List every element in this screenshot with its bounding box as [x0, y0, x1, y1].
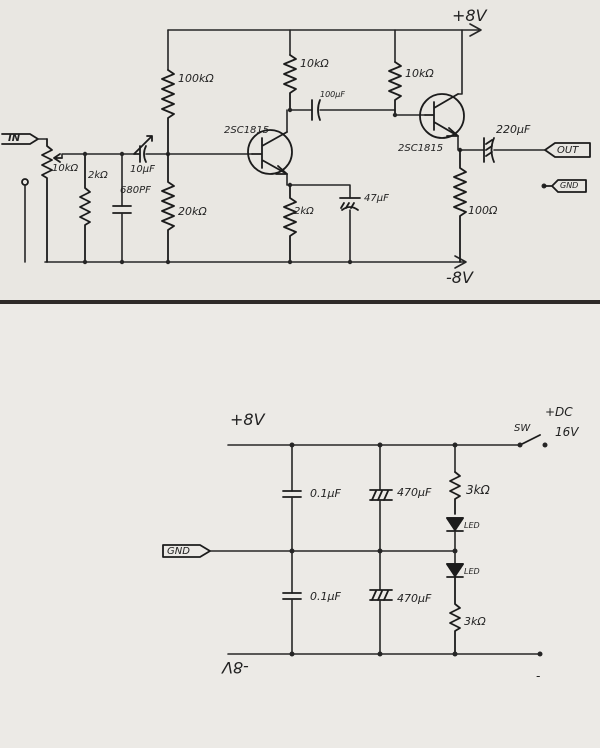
pot-10k	[41, 138, 53, 263]
junction-dot	[82, 259, 88, 265]
wiper-wire	[61, 153, 136, 159]
junction-dot	[82, 151, 88, 157]
q1-label: 2SC1815	[224, 125, 270, 136]
q2-collector-wire	[457, 29, 463, 95]
cap-220uf	[483, 137, 495, 163]
led-bottom-fill	[446, 563, 464, 577]
r-bottom-label: 3kΩ	[464, 615, 486, 628]
amplifier-schematic-card: +8V -8V IN OUT GND 10kΩ 2kΩ 10μF 680PF 1…	[0, 0, 600, 300]
supply-negative-label: -8V	[446, 268, 473, 287]
psu-gnd-label: GND	[167, 546, 190, 557]
r-100k	[161, 69, 175, 155]
cap-bottom-label: 0.1μF	[310, 590, 341, 603]
dc-label: +DC	[545, 405, 573, 419]
psu-gnd-connector	[162, 544, 211, 558]
cap-680pf	[112, 205, 132, 214]
c-emitter-label: 47μF	[364, 193, 389, 204]
r-emitter2-100	[453, 149, 467, 263]
r-collector2-10k	[388, 61, 402, 116]
r-20k	[161, 153, 175, 263]
r-emitter2-label: 100Ω	[468, 204, 498, 217]
led-bottom-label: LED	[464, 567, 480, 576]
amplifier-schematic	[1, 23, 591, 269]
negative-rail-arrow	[454, 255, 467, 269]
q2-transistor	[419, 93, 465, 139]
c-input-label: 10μF	[130, 164, 155, 175]
positive-rail-arrow	[469, 23, 482, 37]
cap-470uf-top-hatch	[371, 490, 389, 501]
q2-symbol	[424, 93, 459, 137]
r-collector1-10k	[283, 54, 297, 111]
psu-negative-label: -8V	[222, 658, 249, 677]
supply-positive-label: +8V	[452, 6, 487, 25]
ce-wire	[289, 184, 351, 199]
psu-positive-label: +8V	[230, 410, 265, 429]
r-3k-top	[449, 471, 461, 515]
power-supply-schematic	[162, 434, 548, 657]
junction-dot	[377, 442, 383, 448]
led-top-label: LED	[464, 521, 480, 530]
q1-transistor	[247, 129, 293, 175]
minus-label: -	[536, 669, 541, 683]
cap-470uf-bottom	[369, 589, 393, 601]
junction-dot	[452, 651, 458, 657]
cap-0-1uf-top	[282, 490, 302, 498]
led-top-fill	[446, 517, 464, 531]
junction-dot	[119, 259, 125, 265]
cap-0-1uf-bottom	[282, 592, 302, 600]
switch-pivot	[517, 442, 523, 448]
cap-47uf	[339, 197, 361, 211]
c-couple-label: 100μF	[320, 90, 345, 99]
r-bias-bottom-label: 20kΩ	[178, 205, 207, 218]
pot-label: 10kΩ	[52, 163, 79, 174]
elec-bottom-label: 470μF	[397, 592, 432, 605]
gnd-label: GND	[560, 181, 579, 190]
dc-voltage-label: 16V	[555, 425, 579, 439]
junction-dot	[347, 259, 353, 265]
c-filter-label: 680PF	[120, 185, 151, 196]
out-connector	[544, 142, 591, 158]
c-out-label: 220μF	[496, 123, 531, 136]
cap-100uf	[311, 99, 321, 121]
cap-47uf-hatch	[340, 202, 355, 209]
r-emitter1-2k	[283, 184, 297, 263]
junction-dot	[377, 651, 383, 657]
junction-dot	[289, 548, 295, 554]
switch-lever	[519, 434, 541, 446]
out-label: OUT	[557, 145, 579, 156]
switch-label: SW	[514, 423, 531, 434]
cap-220uf-hatch	[485, 139, 493, 157]
q2-label: 2SC1815	[398, 143, 444, 154]
cap-470uf-top	[369, 489, 393, 501]
cap-top-label: 0.1μF	[310, 487, 341, 500]
r-collector1-label: 10kΩ	[300, 57, 329, 70]
cap-470uf-bottom-hatch	[371, 590, 389, 601]
elec-top-label: 470μF	[397, 486, 432, 499]
junction-dot	[289, 651, 295, 657]
r-shunt-label: 2kΩ	[88, 170, 108, 181]
q1-symbol	[251, 131, 288, 175]
in-label: IN	[8, 133, 21, 144]
r-emitter1-label: 2kΩ	[294, 206, 314, 217]
pot-wiper	[53, 153, 63, 163]
cap-10uf-arrow	[133, 135, 153, 155]
r-3k-bottom	[449, 576, 461, 655]
junction-dot	[287, 259, 293, 265]
power-supply-card: +8V -8V +DC 16V SW GND 0.1μF 0.1μF 470μF…	[0, 304, 600, 748]
dc-terminal	[542, 442, 548, 448]
r-bias-top-label: 100kΩ	[178, 72, 214, 85]
junction-dot	[452, 442, 458, 448]
junction-dot	[119, 151, 125, 157]
in-ground-terminal	[21, 178, 29, 186]
r-collector2-label: 10kΩ	[405, 67, 434, 80]
r-top-label: 3kΩ	[466, 483, 490, 497]
junction-dot	[165, 259, 171, 265]
gnd-connector	[543, 179, 587, 193]
minus-terminal	[537, 651, 543, 657]
junction-dot	[289, 442, 295, 448]
r-2k-shunt	[79, 153, 91, 263]
